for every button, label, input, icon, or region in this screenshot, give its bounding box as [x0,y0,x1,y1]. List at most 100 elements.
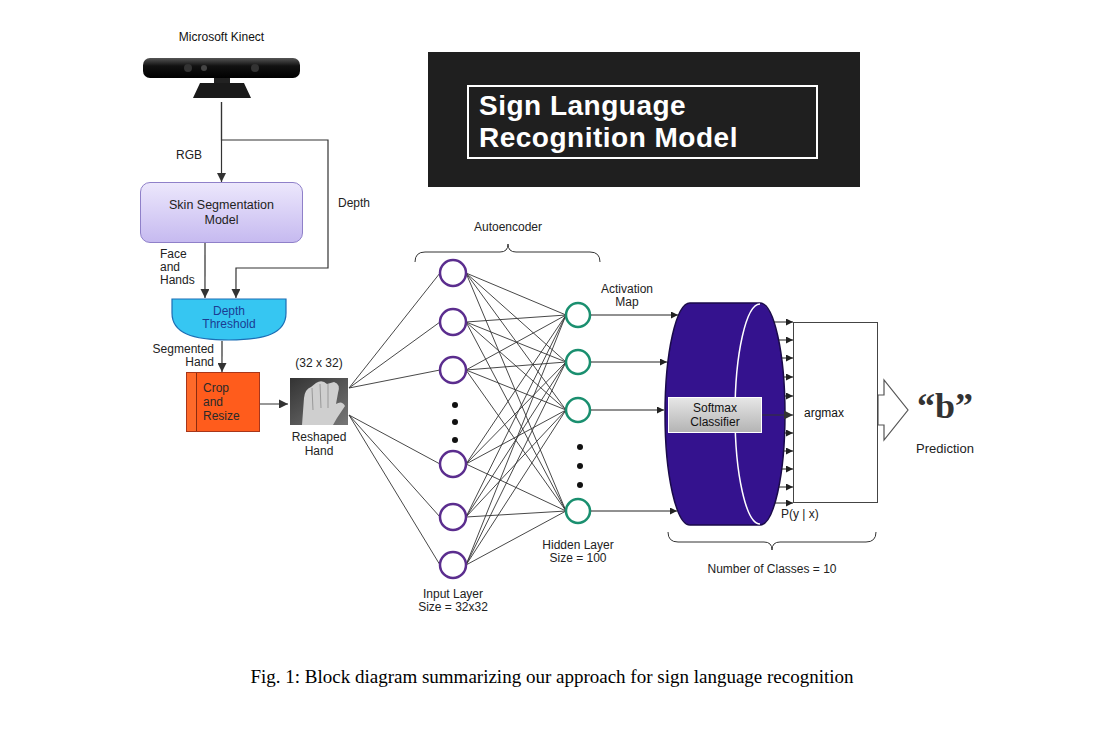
node-text: Crop and Resize [203,381,247,423]
prediction-output: “b” [898,386,992,426]
node-text: Skin Segmentation Model [165,198,278,228]
edge-label: Face and Hands [160,248,201,287]
kinect-illustration [143,58,300,98]
connector-arrow [204,243,205,298]
input-neurons [440,309,466,335]
probability-arrows [779,487,793,488]
hand-image-box: (32 x 32) Reshaped Hand [288,356,350,458]
hidden-neurons [566,499,590,523]
network-wires [466,315,566,565]
probability-arrows [779,340,793,341]
kinect-device: Microsoft Kinect [140,30,303,102]
network-wires [466,362,566,370]
network-wires [349,322,440,388]
probability-arrows [774,322,793,323]
ellipsis-dots [452,402,583,488]
node-text: Reshaped Hand [288,430,350,458]
kinect-illustration [251,64,259,72]
network-wires [349,273,566,565]
hand-image [312,384,328,410]
layer-label: Hidden Layer Size = 100 [534,539,622,565]
ellipsis-dots [452,419,458,425]
network-wires [466,315,566,370]
softmax-cylinder [665,303,785,525]
probability-arrows [785,396,793,397]
annotation-label: P(y | x) [781,508,841,521]
node-text: Microsoft Kinect [179,30,264,44]
network-wires [466,273,566,362]
kinect-illustration [201,65,207,71]
hand-image [290,378,348,425]
hand-image [302,381,345,425]
probability-arrows [774,322,793,503]
probability-arrows [775,503,793,504]
layer-label: Input Layer Size = 32x32 [410,588,496,614]
activation-arrows [591,315,678,511]
hollow-arrow [878,380,908,440]
network-wires [466,511,566,517]
hidden-neurons [566,398,590,422]
group-label: Autoencoder [448,221,568,234]
hollow-arrow [878,380,908,440]
kinect-illustration [143,58,300,78]
network-wires [349,415,440,517]
edge-label: RGB [176,149,206,162]
network-wires [466,410,566,464]
argmax-box: argmax [793,322,878,503]
softmax-cylinder [665,303,785,525]
input-neurons [440,260,466,578]
title-box: Sign Language Recognition Model [428,52,860,187]
network-wires [349,370,440,388]
brace [668,532,876,550]
connector-arrow [221,341,222,372]
node-text: (32 x 32) [288,356,350,370]
ellipsis-dots [452,437,458,443]
network-wires [349,415,440,464]
input-neurons [440,552,466,578]
node-text: Softmax Classifier [681,401,749,429]
probability-arrows [782,358,793,359]
process-box: Crop and Resize [186,372,260,432]
figure-caption: Fig. 1: Block diagram summarizing our ap… [0,666,1104,688]
probability-arrows [782,469,793,470]
probability-arrows [784,377,793,378]
brace [415,244,600,262]
kinect-illustration [214,78,230,83]
activation-arrows [591,362,667,363]
input-neurons [440,357,466,383]
hidden-neurons [566,303,590,327]
network-wires [466,362,566,464]
hidden-neurons [566,350,590,374]
node-text: Depth Threshold [191,305,267,331]
input-neurons [440,451,466,477]
classifier-box: Softmax Classifier [668,397,762,433]
shape-outline [172,299,286,340]
kinect-illustration [193,83,251,98]
edge-label: Depth [338,197,382,210]
edge-label: Segmented Hand [128,343,214,369]
network-wires [466,322,566,410]
network-wires [349,415,440,565]
annotation-label: Prediction [898,441,992,456]
network-wires [466,362,566,565]
ellipsis-dots [577,444,583,450]
network-wires [466,315,566,322]
ellipsis-dots [577,463,583,469]
threshold-shape: Depth Threshold [171,298,287,341]
title-frame: Sign Language Recognition Model [467,85,818,159]
hidden-neurons [566,303,590,523]
kinect-illustration [184,64,192,72]
probability-arrows [785,433,793,434]
network-wires [349,273,440,388]
annotation-label: Activation Map [590,283,664,309]
group-label: Number of Classes = 10 [672,563,872,576]
connector-arrow [762,414,793,415]
probability-arrows [784,451,793,452]
activation-arrows [591,511,677,512]
ellipsis-dots [452,402,458,408]
hand-image [290,378,348,425]
process-box: Skin Segmentation Model [140,182,303,243]
node-text: argmax [804,406,844,420]
network-wires [466,315,566,464]
